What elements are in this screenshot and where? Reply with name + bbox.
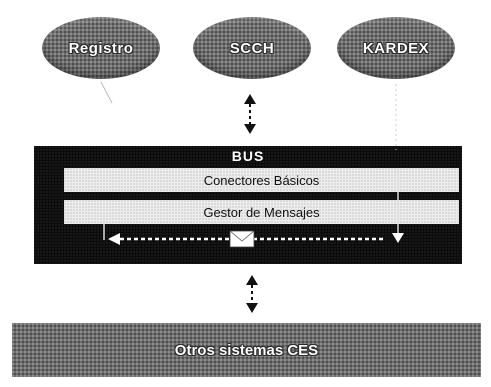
registro-link-line xyxy=(100,81,113,104)
connectors-row: Conectores Básicos xyxy=(64,168,459,192)
double-arrow-icon xyxy=(244,94,256,134)
bus-title: BUS xyxy=(231,148,265,164)
envelope-icon xyxy=(229,230,255,248)
double-arrow-icon xyxy=(246,275,258,313)
node-kardex-label: KARDEX xyxy=(362,39,430,57)
message-manager-label: Gestor de Mensajes xyxy=(203,204,320,220)
node-scch-label: SCCH xyxy=(229,39,275,57)
connectors-label: Conectores Básicos xyxy=(203,172,320,188)
other-systems-label: Otros sistemas CES xyxy=(174,341,319,359)
message-manager-row: Gestor de Mensajes xyxy=(64,200,459,224)
dashed-arrow-icon xyxy=(108,233,385,245)
node-scch: SCCH xyxy=(193,17,311,79)
node-kardex: KARDEX xyxy=(337,17,455,79)
node-registro: Registro xyxy=(42,17,160,79)
kardex-arrow-head xyxy=(392,233,404,243)
other-systems-box: Otros sistemas CES xyxy=(12,323,481,377)
node-registro-label: Registro xyxy=(68,39,134,57)
